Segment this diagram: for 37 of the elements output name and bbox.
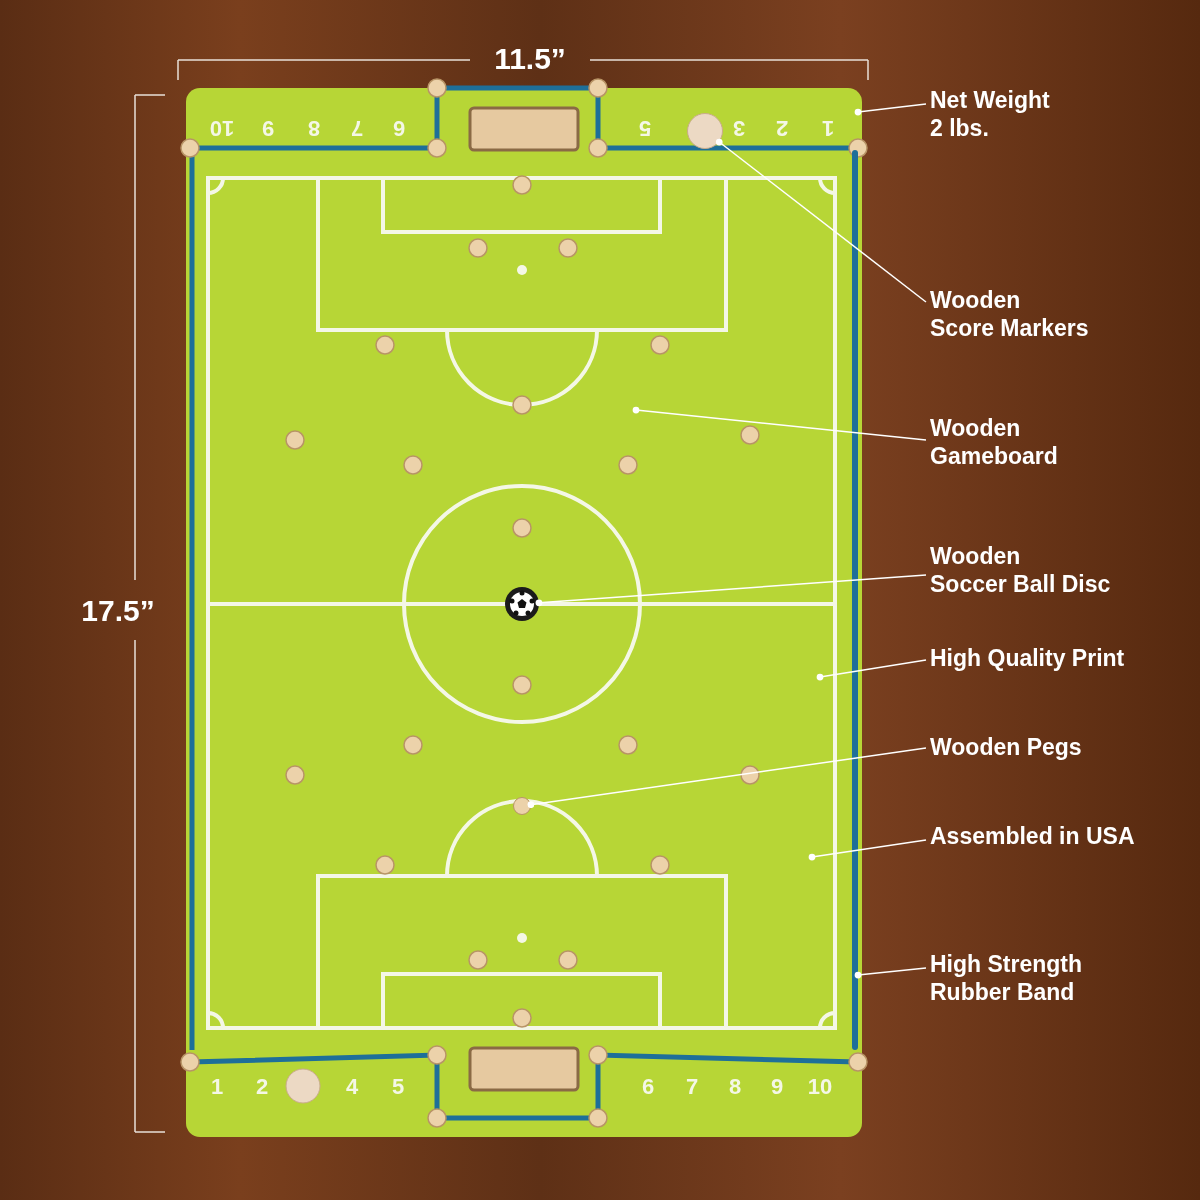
leader-line xyxy=(808,839,927,861)
score-number: 10 xyxy=(807,1072,833,1101)
callout-label: Assembled in USA xyxy=(930,822,1135,850)
callout-label: Wooden Soccer Ball Disc xyxy=(930,542,1111,598)
leader-line xyxy=(854,967,927,979)
callout-label: Wooden Pegs xyxy=(930,733,1082,761)
score-number: 9 xyxy=(770,1072,784,1101)
score-number: 2 xyxy=(255,1072,269,1101)
score-number: 6 xyxy=(392,114,406,143)
callout-label: High Quality Print xyxy=(930,644,1125,672)
score-number: 5 xyxy=(638,114,652,143)
score-number: 1 xyxy=(210,1072,224,1101)
callout-label: Wooden Gameboard xyxy=(930,414,1058,470)
score-number: 2 xyxy=(775,114,789,143)
score-number: 7 xyxy=(350,114,364,143)
leader-line xyxy=(527,747,927,809)
leader-line xyxy=(854,103,927,116)
leader-line xyxy=(715,138,927,303)
score-number: 8 xyxy=(728,1072,742,1101)
score-number: 7 xyxy=(685,1072,699,1101)
rubber-band xyxy=(852,150,858,1050)
score-number: 10 xyxy=(209,114,235,143)
leader-line xyxy=(816,659,927,681)
callout-label: Net Weight 2 lbs. xyxy=(930,86,1050,142)
score-number: 3 xyxy=(732,114,746,143)
leader-line xyxy=(535,574,927,607)
score-number: 9 xyxy=(261,114,275,143)
callout-label: Wooden Score Markers xyxy=(930,286,1089,342)
dimension-label: 17.5” xyxy=(81,592,155,629)
score-number: 5 xyxy=(391,1072,405,1101)
score-number: 4 xyxy=(345,1072,359,1101)
dimension-label: 11.5” xyxy=(494,40,566,77)
score-number: 1 xyxy=(821,114,835,143)
leader-line xyxy=(632,406,927,441)
score-number: 8 xyxy=(307,114,321,143)
callout-label: High Strength Rubber Band xyxy=(930,950,1083,1006)
score-number: 6 xyxy=(641,1072,655,1101)
